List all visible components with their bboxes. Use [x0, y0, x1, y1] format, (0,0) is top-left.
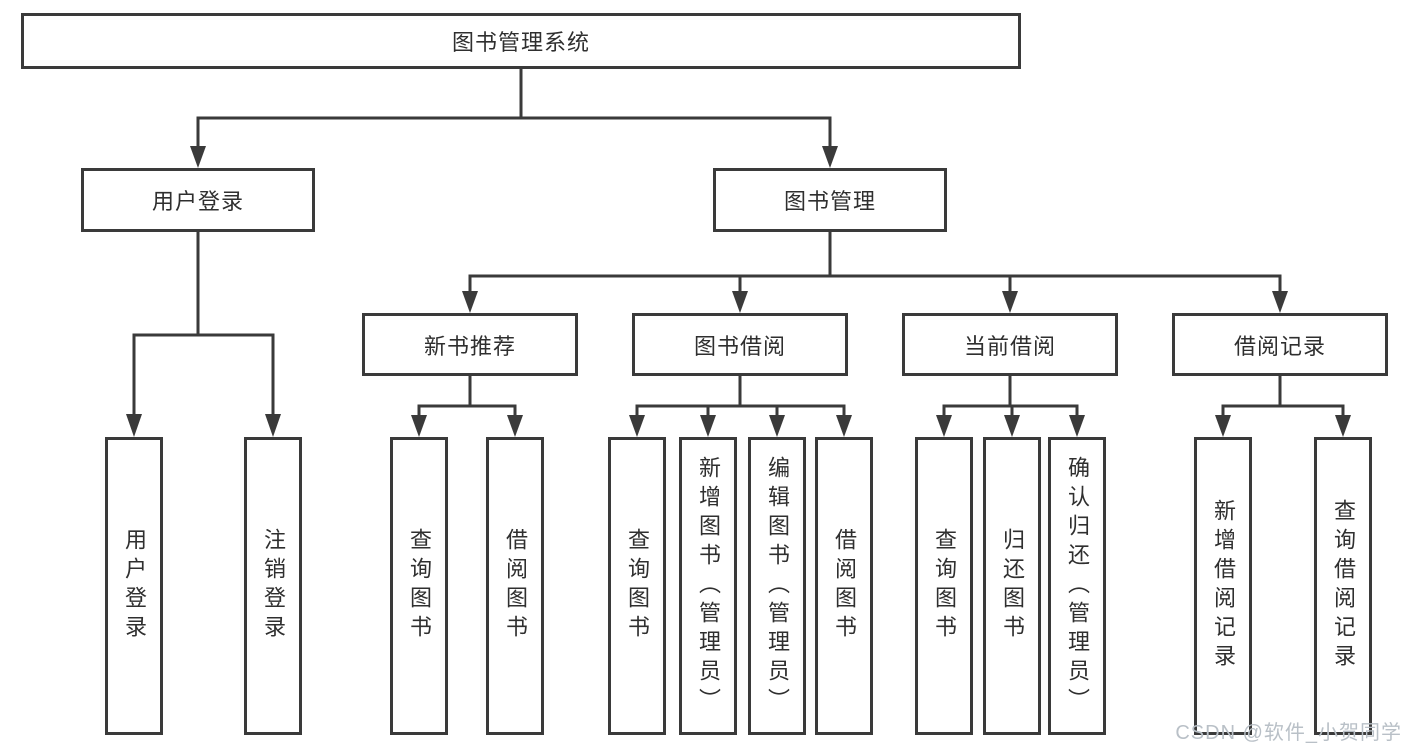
- node-return-book-leaf: 归还图书: [983, 437, 1041, 735]
- node-label: 新增图书（管理员）: [696, 455, 721, 717]
- node-library-system: 图书管理系统: [21, 13, 1021, 69]
- node-new-book-recommend: 新书推荐: [362, 313, 578, 376]
- node-label: 新书推荐: [423, 333, 516, 359]
- node-label: 图书管理: [783, 189, 876, 214]
- node-logout-leaf: 注销登录: [244, 437, 302, 735]
- node-label: 查询图书: [932, 528, 957, 644]
- node-user-login-leaf: 用户登录: [105, 437, 163, 735]
- node-user-login-branch: 用户登录: [81, 168, 315, 232]
- node-add-book-admin-leaf: 新增图书（管理员）: [679, 437, 737, 735]
- node-label: 图书管理系统: [451, 30, 590, 55]
- node-query-book-leaf-2: 查询图书: [608, 437, 666, 735]
- node-query-book-leaf-3: 查询图书: [915, 437, 973, 735]
- node-current-borrow: 当前借阅: [902, 313, 1118, 376]
- node-query-book-leaf-1: 查询图书: [390, 437, 448, 735]
- node-book-borrow: 图书借阅: [632, 313, 848, 376]
- node-borrow-book-leaf-1: 借阅图书: [486, 437, 544, 735]
- node-label: 借阅图书: [503, 528, 528, 644]
- node-borrow-book-leaf-2: 借阅图书: [815, 437, 873, 735]
- node-add-borrow-record-leaf: 新增借阅记录: [1194, 437, 1252, 735]
- node-confirm-return-admin-leaf: 确认归还（管理员）: [1048, 437, 1106, 735]
- node-label: 查询图书: [625, 528, 650, 644]
- node-label: 确认归还（管理员）: [1065, 455, 1090, 717]
- node-label: 借阅图书: [832, 528, 857, 644]
- node-query-borrow-record-leaf: 查询借阅记录: [1314, 437, 1372, 735]
- node-label: 当前借阅: [963, 333, 1056, 359]
- node-label: 用户登录: [122, 528, 147, 644]
- node-label: 借阅记录: [1233, 333, 1326, 359]
- node-edit-book-admin-leaf: 编辑图书（管理员）: [748, 437, 806, 735]
- node-label: 新增借阅记录: [1211, 499, 1236, 673]
- node-book-management: 图书管理: [713, 168, 947, 232]
- node-label: 注销登录: [261, 528, 286, 644]
- node-label: 编辑图书（管理员）: [765, 455, 790, 717]
- node-label: 归还图书: [1000, 528, 1025, 644]
- node-borrow-record: 借阅记录: [1172, 313, 1388, 376]
- node-label: 用户登录: [151, 189, 244, 214]
- node-label: 查询借阅记录: [1331, 499, 1356, 673]
- node-label: 查询图书: [407, 528, 432, 644]
- node-label: 图书借阅: [693, 333, 786, 359]
